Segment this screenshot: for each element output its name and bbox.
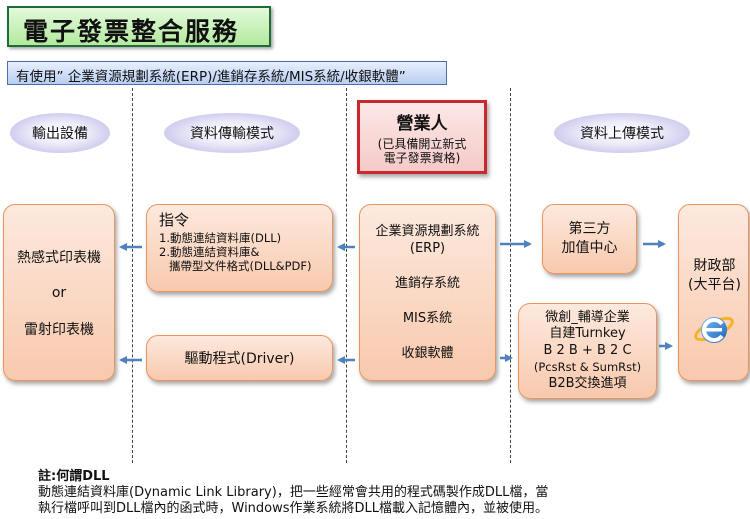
ministry-platform-label: (大平台) (688, 277, 741, 293)
third-party-label: 第三方 (568, 221, 611, 237)
page-title: 電子發票整合服務 (7, 6, 271, 47)
business-entity-box: 營業人 (已具備開立新式 電子發票資格) (357, 100, 487, 174)
dll-note: 註:何謂DLL 動態連結資料庫(Dynamic Link Library)，把一… (38, 469, 678, 517)
printer-or-label: or (51, 284, 67, 301)
erp-abbr-label: (ERP) (409, 241, 446, 256)
dll-note-title: 註:何謂DLL (38, 469, 110, 484)
divider-line-3 (510, 88, 511, 463)
turnkey-line-1: 微創_輔導企業 (545, 309, 630, 325)
turnkey-line-4: (PcsRst & SumRst) (533, 360, 642, 375)
upload-mode-header: 資料上傳模式 (554, 113, 690, 153)
printer-box: 熱感式印表機 or 雷射印表機 (3, 204, 115, 381)
business-entity-title: 營業人 (396, 114, 448, 134)
value-added-center-label: 加值中心 (561, 240, 618, 256)
transfer-mode-header-label: 資料傳輸模式 (190, 126, 274, 142)
ministry-label: 財政部 (693, 258, 736, 274)
turnkey-line-5: B2B交換進項 (548, 375, 627, 391)
business-entity-subtitle-1: (已具備開立新式 (377, 137, 467, 151)
upload-mode-header-label: 資料上傳模式 (580, 126, 664, 142)
driver-label: 驅動程式(Driver) (184, 351, 295, 367)
mis-system-label: MIS系統 (402, 311, 453, 326)
output-device-header: 輸出設備 (10, 113, 110, 153)
thermal-printer-label: 熱感式印表機 (17, 249, 101, 266)
output-device-header-label: 輸出設備 (32, 126, 88, 142)
divider-line-2 (346, 88, 347, 463)
instruction-box: 指令 1.動態連結資料庫(DLL) 2.動態連結資料庫& 攜帶型文件格式(DLL… (146, 204, 333, 292)
instruction-item-2-cont: 攜帶型文件格式(DLL&PDF) (169, 259, 312, 273)
driver-box: 驅動程式(Driver) (146, 335, 333, 381)
turnkey-line-2: 自建Turnkey (549, 326, 626, 342)
inventory-system-label: 進銷存系統 (394, 276, 460, 291)
erp-label: 企業資源規劃系統 (375, 224, 480, 239)
pos-software-label: 收銀軟體 (401, 346, 454, 361)
ministry-box: 財政部 (大平台) (678, 204, 749, 381)
dll-note-line-1: 動態連結資料庫(Dynamic Link Library)，把一些經常會共用的程… (38, 485, 549, 500)
divider-line-1 (132, 88, 133, 463)
turnkey-line-3: B 2 B + B 2 C (543, 342, 632, 358)
third-party-box: 第三方 加值中心 (542, 204, 637, 274)
instruction-title: 指令 (159, 211, 190, 229)
turnkey-box: 微創_輔導企業 自建Turnkey B 2 B + B 2 C (PcsRst … (518, 303, 657, 399)
business-entity-subtitle-2: 電子發票資格) (383, 151, 461, 165)
systems-banner: 有使用” 企業資源規劃系統(ERP)/進銷存系統/MIS系統/收銀軟體” (7, 61, 447, 85)
instruction-item-2: 2.動態連結資料庫& (159, 245, 260, 259)
internet-explorer-icon (694, 316, 734, 343)
transfer-mode-header: 資料傳輸模式 (164, 113, 300, 153)
laser-printer-label: 雷射印表機 (24, 321, 94, 338)
dll-note-line-2: 執行檔呼叫到DLL檔內的函式時，Windows作業系統將DLL檔載入記憶體內，並… (38, 501, 549, 516)
systems-box: 企業資源規劃系統 (ERP) 進銷存系統 MIS系統 收銀軟體 (359, 204, 496, 381)
instruction-item-1: 1.動態連結資料庫(DLL) (159, 231, 282, 245)
